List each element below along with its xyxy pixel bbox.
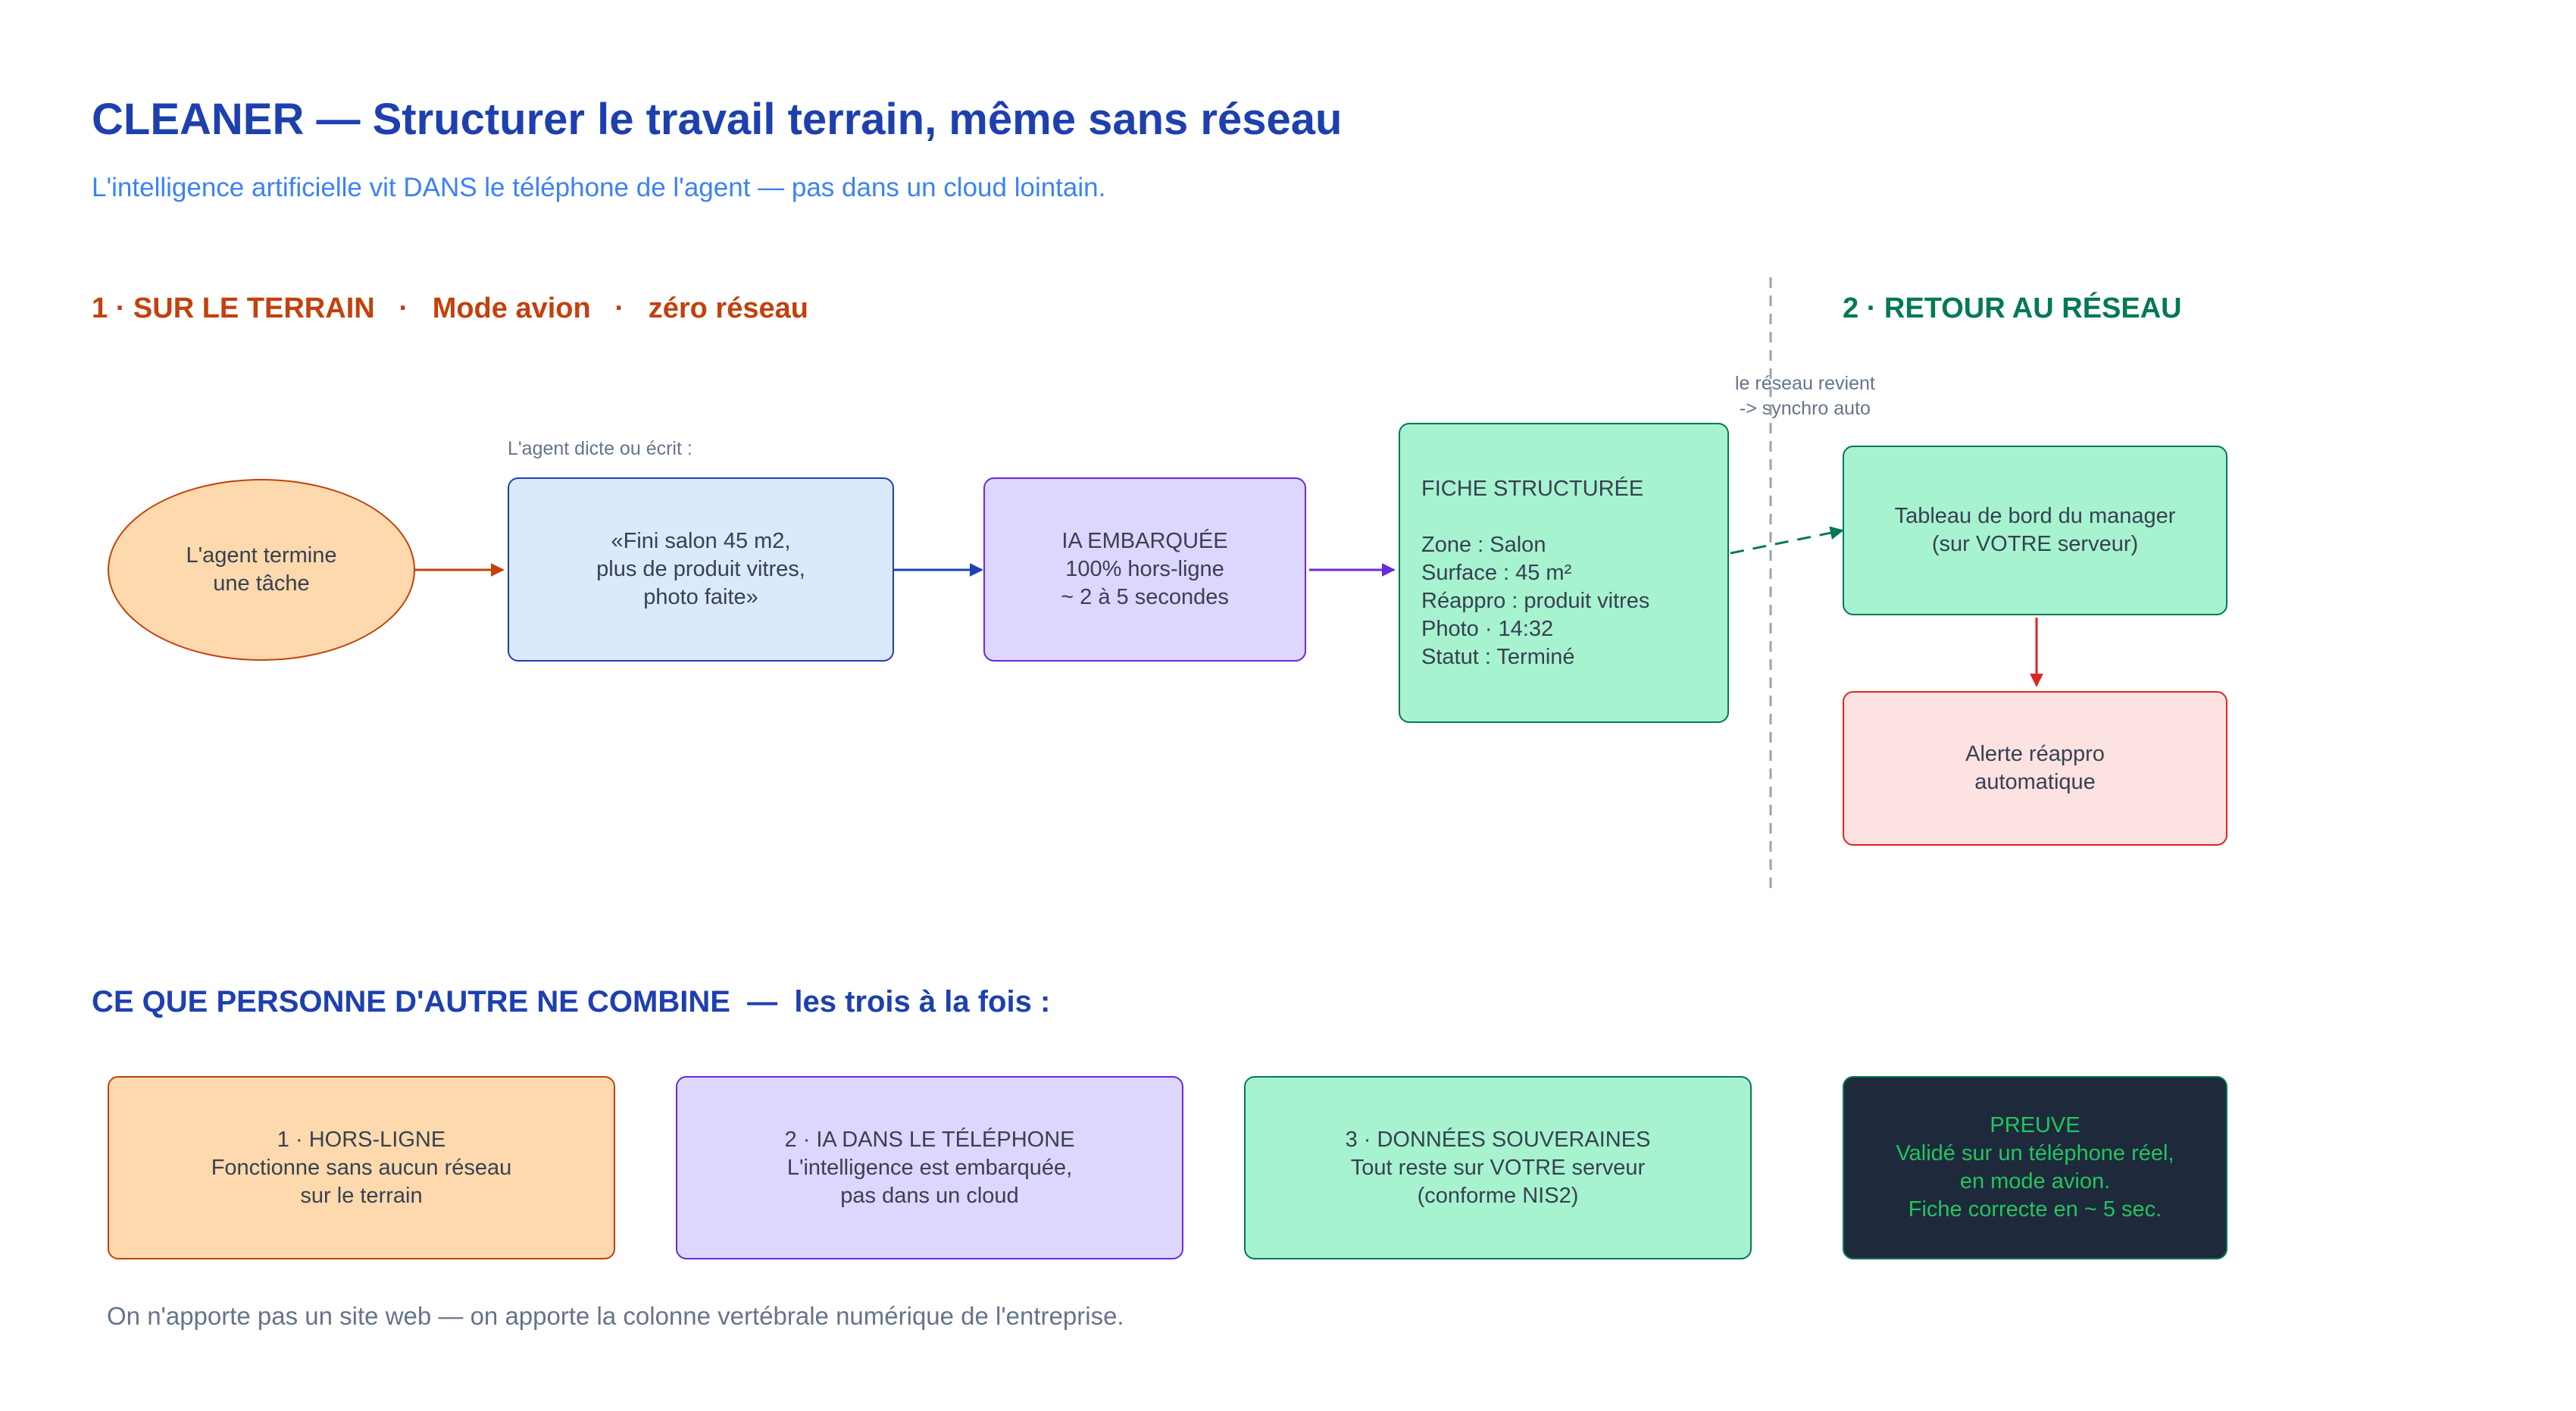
- section-combine-heading: CE QUE PERSONNE D'AUTRE NE COMBINE — les…: [92, 985, 1051, 1018]
- feature-hors-ligne: 1 · HORS-LIGNE Fonctionne sans aucun rés…: [108, 1076, 615, 1259]
- footer-tagline: On n'apporte pas un site web — on apport…: [107, 1302, 1124, 1330]
- node-agent-termine: L'agent termine une tâche: [108, 479, 415, 661]
- node-ia-embarquee: IA EMBARQUÉE 100% hors-ligne ~ 2 à 5 sec…: [983, 477, 1306, 662]
- page-title: CLEANER — Structurer le travail terrain,…: [92, 95, 1343, 144]
- node-fiche-structuree: FICHE STRUCTURÉE Zone : Salon Surface : …: [1399, 423, 1729, 723]
- feature-donnees-souveraines: 3 · DONNÉES SOUVERAINES Tout reste sur V…: [1244, 1076, 1752, 1259]
- node-dashboard-manager: Tableau de bord du manager (sur VOTRE se…: [1843, 446, 2227, 615]
- node-alerte-reappro: Alerte réappro automatique: [1843, 691, 2227, 846]
- page-subtitle: L'intelligence artificielle vit DANS le …: [92, 173, 1106, 202]
- sync-note: le réseau revient -> synchro auto: [1735, 373, 1875, 419]
- feature-preuve: PREUVE Validé sur un téléphone réel, en …: [1843, 1076, 2227, 1259]
- section-terrain-heading: 1 · SUR LE TERRAIN · Mode avion · zéro r…: [92, 293, 808, 324]
- feature-ia-telephone: 2 · IA DANS LE TÉLÉPHONE L'intelligence …: [676, 1076, 1183, 1259]
- arrow-fiche-to-dashboard: [1730, 526, 1844, 555]
- section-retour-heading: 2 · RETOUR AU RÉSEAU: [1843, 293, 2182, 324]
- node-dictation: «Fini salon 45 m2, plus de produit vitre…: [508, 477, 894, 662]
- agent-input-label: L'agent dicte ou écrit :: [508, 438, 692, 459]
